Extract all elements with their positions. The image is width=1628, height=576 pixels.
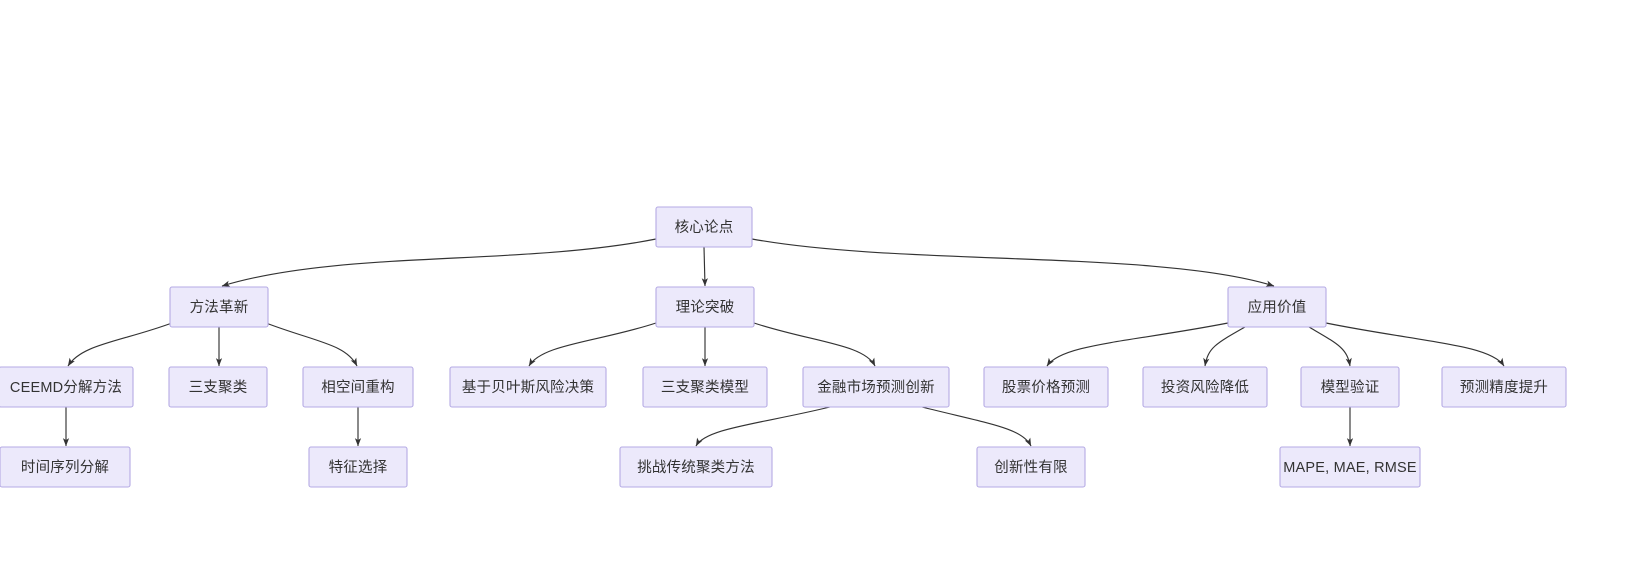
node-l4_tsdecomp[interactable]: 时间序列分解: [0, 446, 131, 488]
node-box[interactable]: [655, 206, 753, 248]
edge-l2_method-to-l3_ceemd: [67, 322, 173, 367]
edge-root-to-l2_method: [221, 238, 657, 287]
node-box[interactable]: [1227, 286, 1327, 328]
edge-l2_value-to-l3_accuracy: [1325, 322, 1505, 367]
node-box[interactable]: [619, 446, 773, 488]
node-box[interactable]: [983, 366, 1109, 408]
edge-l2_value-to-l3_valid: [1308, 326, 1352, 367]
node-box[interactable]: [308, 446, 408, 488]
node-l3_bayes[interactable]: 基于贝叶斯风险决策: [449, 366, 607, 408]
node-box[interactable]: [0, 366, 134, 408]
node-box[interactable]: [1300, 366, 1400, 408]
node-l4_feature[interactable]: 特征选择: [308, 446, 408, 488]
node-l3_ceemd[interactable]: CEEMD分解方法: [0, 366, 134, 408]
node-box[interactable]: [449, 366, 607, 408]
edge-l2_theory-to-l3_finance: [753, 322, 876, 367]
node-box[interactable]: [168, 366, 268, 408]
node-box[interactable]: [169, 286, 269, 328]
edge-layer: [62, 238, 1505, 447]
node-l2_theory[interactable]: 理论突破: [655, 286, 755, 328]
edge-root-to-l2_theory: [701, 246, 708, 287]
node-l3_finance[interactable]: 金融市场预测创新: [802, 366, 950, 408]
node-l3_stock[interactable]: 股票价格预测: [983, 366, 1109, 408]
node-box[interactable]: [802, 366, 950, 408]
node-box[interactable]: [1441, 366, 1567, 408]
node-l3_valid[interactable]: 模型验证: [1300, 366, 1400, 408]
node-l4_challenge[interactable]: 挑战传统聚类方法: [619, 446, 773, 488]
node-box[interactable]: [642, 366, 768, 408]
node-l3_risk[interactable]: 投资风险降低: [1142, 366, 1268, 408]
node-layer: 核心论点方法革新 理论突破 应用价值 CEEMD分解方法三支聚类相空间重构基于贝叶斯风…: [0, 206, 1567, 488]
node-l2_value[interactable]: 应用价值: [1227, 286, 1327, 328]
node-box[interactable]: [1142, 366, 1268, 408]
node-box[interactable]: [976, 446, 1086, 488]
edge-l2_theory-to-l3_bayes: [528, 322, 657, 367]
edge-root-to-l2_value: [751, 238, 1275, 287]
node-l4_limited[interactable]: 创新性有限: [976, 446, 1086, 488]
edge-l2_value-to-l3_stock: [1046, 322, 1229, 367]
node-root[interactable]: 核心论点: [655, 206, 753, 248]
edge-l2_method-to-l3_phase: [265, 322, 358, 367]
edge-l3_finance-to-l4_challenge: [695, 406, 831, 447]
node-l3_threeway[interactable]: 三支聚类: [168, 366, 268, 408]
edge-l2_value-to-l3_risk: [1203, 326, 1246, 367]
edge-l3_finance-to-l4_limited: [921, 406, 1032, 447]
node-box[interactable]: [655, 286, 755, 328]
node-box[interactable]: [1279, 446, 1421, 488]
node-l4_metrics[interactable]: MAPE, MAE, RMSE: [1279, 446, 1421, 488]
node-l2_method[interactable]: 方法革新: [169, 286, 269, 328]
node-box[interactable]: [0, 446, 131, 488]
node-l3_phase[interactable]: 相空间重构: [302, 366, 414, 408]
node-l3_twmodel[interactable]: 三支聚类模型: [642, 366, 768, 408]
node-box[interactable]: [302, 366, 414, 408]
node-l3_accuracy[interactable]: 预测精度提升: [1441, 366, 1567, 408]
